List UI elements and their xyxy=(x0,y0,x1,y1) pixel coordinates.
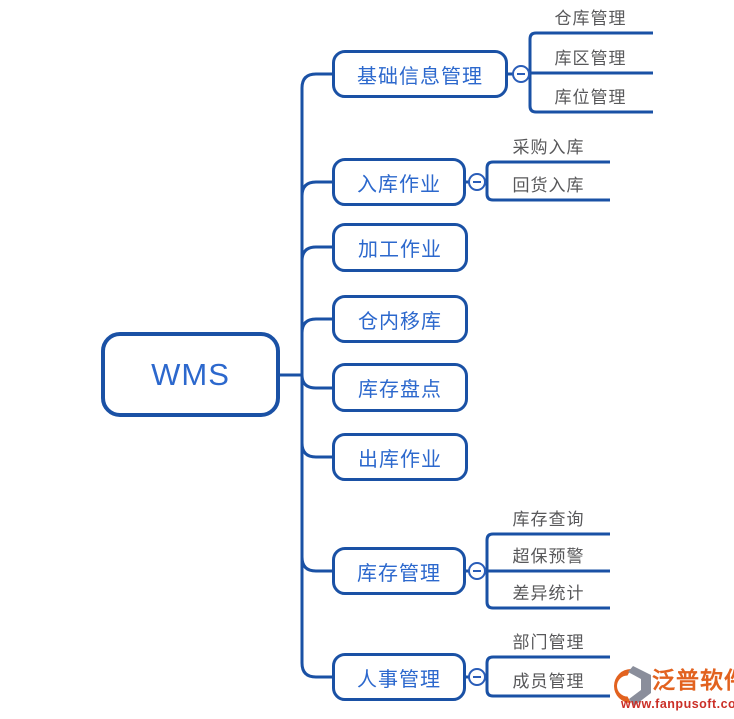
root-node-wms[interactable]: WMS xyxy=(101,332,280,417)
branch-node-basic-info[interactable]: 基础信息管理 xyxy=(332,50,508,98)
child-node-warehouse-mgmt[interactable]: 仓库管理 xyxy=(554,9,627,28)
minus-icon xyxy=(473,676,481,678)
collapse-toggle-inventory-mgmt[interactable] xyxy=(468,562,486,580)
collapse-toggle-hr-mgmt[interactable] xyxy=(468,668,486,686)
connector-branch-0 xyxy=(300,72,332,375)
child-node-location-mgmt[interactable]: 库位管理 xyxy=(554,88,627,107)
collapse-toggle-inbound[interactable] xyxy=(468,173,486,191)
connector-branch-4 xyxy=(300,374,332,390)
minus-icon xyxy=(473,570,481,572)
fanpu-watermark: 泛普软件 www.fanpusoft.com xyxy=(608,666,734,712)
collapse-toggle-basic-info[interactable] xyxy=(512,65,530,83)
branch-node-hr-mgmt[interactable]: 人事管理 xyxy=(332,653,466,701)
child-node-department-mgmt[interactable]: 部门管理 xyxy=(512,633,585,652)
branch-node-stocktaking[interactable]: 库存盘点 xyxy=(332,363,468,412)
connector-b1-children xyxy=(485,160,610,202)
child-node-purchase-inbound[interactable]: 采购入库 xyxy=(512,138,585,157)
child-node-inventory-query[interactable]: 库存查询 xyxy=(512,510,585,529)
connector-b7-children xyxy=(485,655,610,698)
connector-branch-6 xyxy=(300,375,332,573)
branch-node-inbound[interactable]: 入库作业 xyxy=(332,158,466,206)
child-node-member-mgmt[interactable]: 成员管理 xyxy=(512,672,585,691)
connector-branch-2 xyxy=(300,245,332,375)
fanpu-logo-icon xyxy=(613,666,651,706)
minus-icon xyxy=(473,181,481,183)
child-node-return-inbound[interactable]: 回货入库 xyxy=(512,176,585,195)
branch-node-outbound[interactable]: 出库作业 xyxy=(332,433,468,481)
branch-node-inventory-mgmt[interactable]: 库存管理 xyxy=(332,547,466,595)
branch-node-warehouse-move[interactable]: 仓内移库 xyxy=(332,295,468,343)
child-node-expiry-warning[interactable]: 超保预警 xyxy=(512,547,585,566)
minus-icon xyxy=(517,73,525,75)
connector-branch-1 xyxy=(300,180,332,375)
brand-url: www.fanpusoft.com xyxy=(621,697,734,711)
brand-name: 泛普软件 xyxy=(652,667,734,693)
child-node-zone-mgmt[interactable]: 库区管理 xyxy=(554,49,627,68)
child-node-variance-stats[interactable]: 差异统计 xyxy=(512,584,585,603)
connector-branch-3 xyxy=(300,317,332,375)
branch-node-processing[interactable]: 加工作业 xyxy=(332,223,468,272)
connector-branch-7 xyxy=(300,375,332,679)
